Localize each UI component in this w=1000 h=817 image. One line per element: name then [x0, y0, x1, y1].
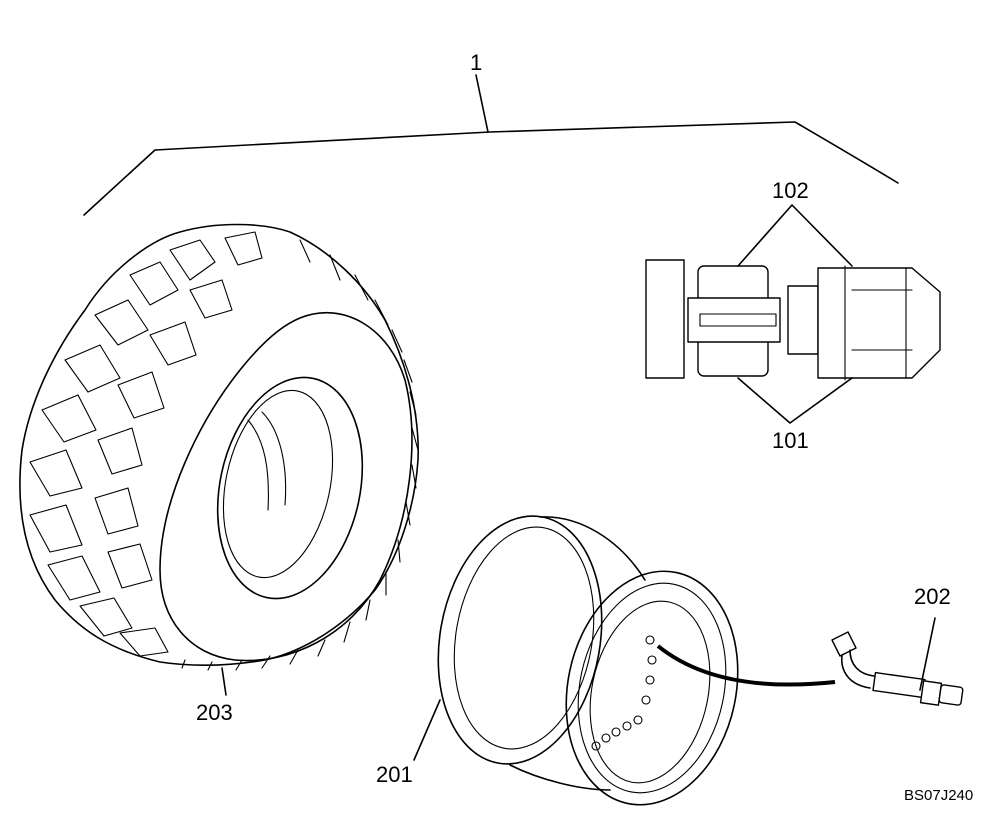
rim-drawing [437, 515, 836, 806]
rim-section-view [645, 204, 941, 424]
drawing-reference: BS07J240 [904, 787, 973, 804]
assembly-bracket [83, 74, 899, 216]
label-rim: 201 [376, 762, 413, 787]
rim-leader [413, 699, 441, 761]
tire-leader [221, 667, 227, 696]
label-inner-half: 101 [772, 428, 809, 453]
tire-drawing [19, 223, 419, 671]
label-valve: 202 [914, 584, 951, 609]
label-assembly: 1 [470, 50, 482, 75]
valve-drawing [831, 617, 964, 706]
label-outer-half: 102 [772, 178, 809, 203]
rim-bolt-holes [591, 635, 657, 751]
label-tire: 203 [196, 700, 233, 725]
